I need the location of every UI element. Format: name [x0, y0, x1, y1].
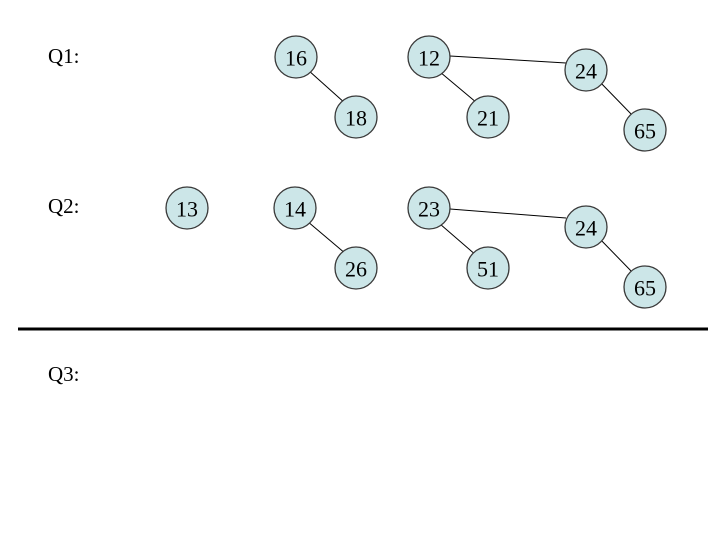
q2-node-26-label: 26: [345, 257, 367, 282]
q1-edge-12-24: [449, 55, 567, 64]
q2-edge-14-26: [306, 220, 347, 255]
q1-node-24: 24: [564, 48, 608, 92]
q2-edge-23-24: [449, 208, 567, 219]
q1-edge-16-18: [307, 69, 347, 105]
q2-node-23: 23: [407, 186, 451, 230]
q3-label: Q3:: [48, 362, 80, 386]
q1-node-21: 21: [466, 95, 510, 139]
q2-node-23-label: 23: [418, 197, 440, 222]
q2-node-14-label: 14: [284, 197, 306, 222]
q1-node-65-label: 65: [634, 119, 656, 144]
q1-edge-12-21: [439, 71, 478, 104]
q2-label: Q2:: [48, 194, 80, 218]
q2-node-13-label: 13: [176, 197, 198, 222]
q2-node-65-label: 65: [634, 276, 656, 301]
q1-node-16: 16: [274, 35, 318, 79]
q1-node-24-label: 24: [575, 59, 597, 84]
q2-node-51: 51: [466, 246, 510, 290]
q2-edge-23-51: [439, 223, 478, 257]
q1-node-16-label: 16: [285, 46, 307, 71]
q2-node-24: 24: [564, 205, 608, 249]
q1-node-18: 18: [334, 95, 378, 139]
q1-node-21-label: 21: [477, 106, 499, 131]
q2-node-24-label: 24: [575, 216, 597, 241]
q1-node-12-label: 12: [418, 46, 440, 71]
q2-node-65: 65: [623, 265, 667, 309]
q2-node-13: 13: [165, 186, 209, 230]
q1-label: Q1:: [48, 44, 80, 68]
q1-node-65: 65: [623, 108, 667, 152]
q1-edge-24-65: [597, 79, 635, 118]
q1-node-12: 12: [407, 35, 451, 79]
q2-node-14: 14: [273, 186, 317, 230]
q1-node-18-label: 18: [345, 106, 367, 131]
q2-node-51-label: 51: [477, 257, 499, 282]
q2-edge-24-65: [597, 236, 635, 275]
q2-node-26: 26: [334, 246, 378, 290]
